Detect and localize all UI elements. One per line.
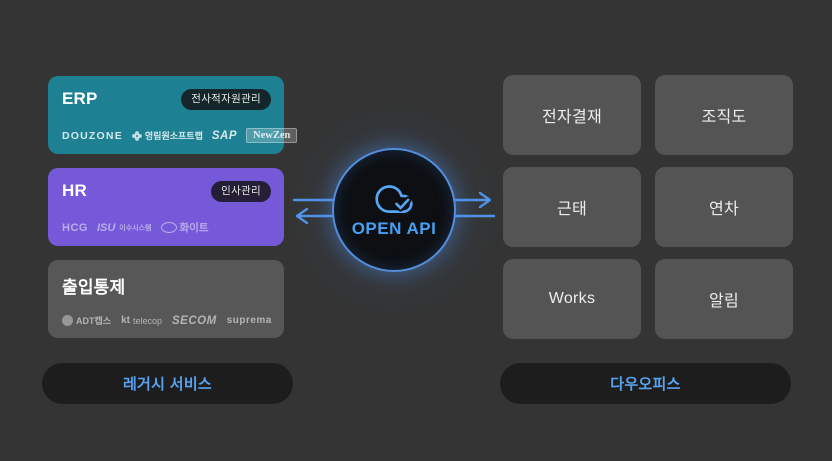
right-arrow-line: [448, 191, 492, 209]
open-api-hub: OPEN API: [332, 148, 456, 272]
adt-circle-icon: [62, 315, 73, 326]
card-hr: HR 인사관리 HCG ISU 이수시스템 화이트: [48, 168, 284, 246]
white-logo: 화이트: [160, 220, 208, 235]
newzen-logo: NewZen: [246, 128, 298, 143]
open-api-label: OPEN API: [351, 219, 437, 238]
yonglimwon-logo: 영림원소프트랩: [132, 129, 203, 142]
card-hr-logos: HCG ISU 이수시스템 화이트: [62, 220, 274, 235]
card-erp-logos: DOUZONE 영림원소프트랩 SAP NewZen: [62, 128, 298, 143]
legacy-services-pill: 레거시 서비스: [42, 363, 293, 404]
isu-logo: ISU 이수시스템: [96, 221, 152, 234]
daou-office-pill: 다우오피스: [500, 363, 791, 404]
card-access-control: 출입통제 ADT캡스 kt telecop SECOM suprema: [48, 260, 284, 338]
hcg-logo: HCG: [62, 221, 88, 234]
service-box-annual-leave: 연차: [655, 167, 793, 247]
clover-icon: [132, 130, 142, 141]
cloud-sync-icon: [375, 185, 413, 213]
card-access-logos: ADT캡스 kt telecop SECOM suprema: [62, 314, 274, 327]
service-box-attendance: 근태: [503, 167, 641, 247]
kt-telecop-logo: kt telecop: [121, 315, 162, 326]
service-box-works: Works: [503, 259, 641, 339]
card-erp: ERP 전사적자원관리 DOUZONE 영림원소프트랩 SAP NewZen: [48, 76, 298, 154]
adt-caps-logo: ADT캡스: [62, 314, 111, 327]
service-box-notification: 알림: [655, 259, 793, 339]
card-erp-title: ERP: [62, 89, 98, 108]
oval-logo-icon: [160, 222, 177, 233]
service-box-orgchart: 조직도: [655, 75, 793, 155]
card-access-title: 출입통제: [62, 278, 126, 297]
service-box-approval: 전자결재: [503, 75, 641, 155]
sap-logo: SAP: [211, 129, 238, 142]
suprema-logo: suprema: [226, 315, 272, 326]
card-hr-title: HR: [62, 181, 87, 200]
card-hr-badge: 인사관리: [211, 181, 271, 202]
douzone-logo: DOUZONE: [62, 129, 123, 142]
card-erp-badge: 전사적자원관리: [181, 89, 271, 110]
secom-logo: SECOM: [172, 314, 217, 327]
